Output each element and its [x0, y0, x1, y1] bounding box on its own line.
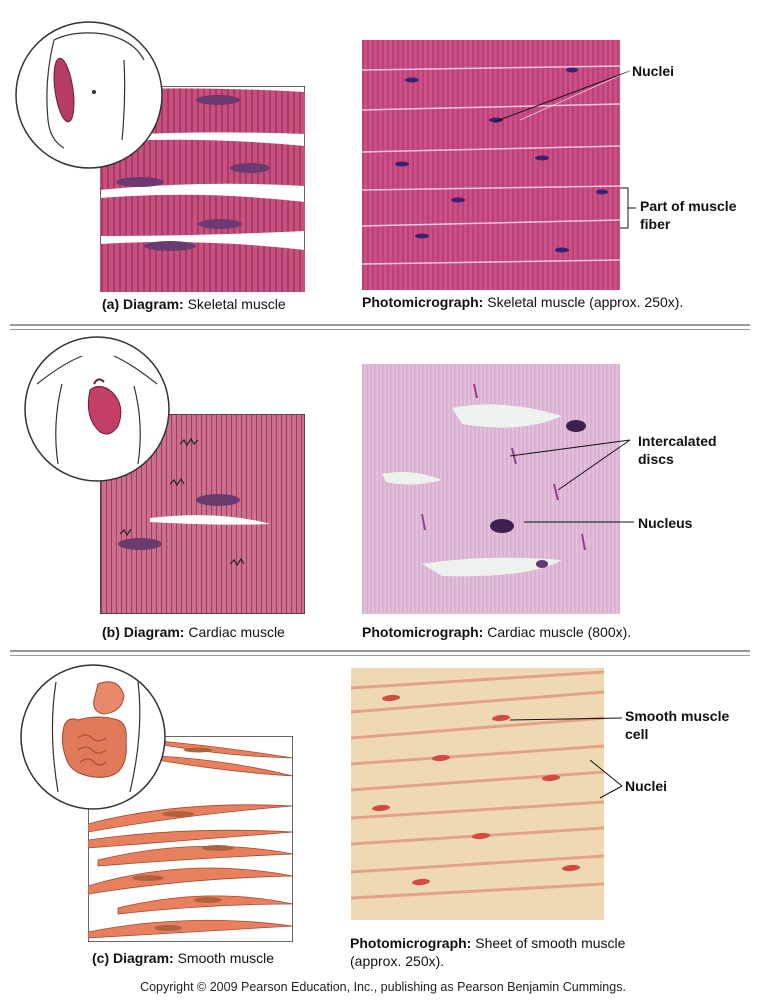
callout-nucleus: Nucleus	[638, 515, 693, 531]
caption-photo-a: Photomicrograph: Skeletal muscle (approx…	[362, 294, 684, 310]
callout-intercalated-discs: Intercalated discs	[638, 433, 717, 467]
skeletal-muscle-photomicrograph	[362, 40, 620, 290]
abdomen-location-icon	[20, 664, 166, 810]
callout-part-of-muscle-fiber: Part of muscle fiber	[640, 198, 737, 232]
separator-2	[10, 650, 750, 652]
panel-c-leader-lines	[509, 717, 623, 799]
panel-b-leader-lines	[509, 439, 634, 523]
chest-heart-location-icon	[24, 336, 170, 482]
separator-1	[10, 324, 750, 326]
smooth-muscle-photomicrograph	[351, 668, 604, 920]
callout-nuclei-c: Nuclei	[625, 778, 668, 794]
copyright-notice: Copyright © 2009 Pearson Education, Inc.…	[140, 980, 626, 994]
callout-nuclei-a: Nuclei	[632, 63, 675, 79]
skeletal-muscle-diagram	[100, 86, 305, 292]
cardiac-muscle-photomicrograph	[362, 364, 620, 614]
callout-smooth-muscle-cell: Smooth muscle cell	[625, 708, 730, 742]
panel-a-leader-lines	[493, 70, 636, 229]
caption-diagram-a: (a) Diagram: Skeletal muscle	[102, 296, 286, 312]
separator-2b	[10, 655, 750, 656]
arm-location-icon	[15, 21, 163, 169]
caption-diagram-c: (c) Diagram: Smooth muscle	[92, 950, 275, 966]
caption-diagram-b: (b) Diagram: Cardiac muscle	[102, 624, 285, 640]
caption-photo-c: Photomicrograph: Sheet of smooth muscle …	[350, 935, 626, 969]
separator-1b	[10, 329, 750, 330]
caption-photo-b: Photomicrograph: Cardiac muscle (800x).	[362, 624, 632, 640]
